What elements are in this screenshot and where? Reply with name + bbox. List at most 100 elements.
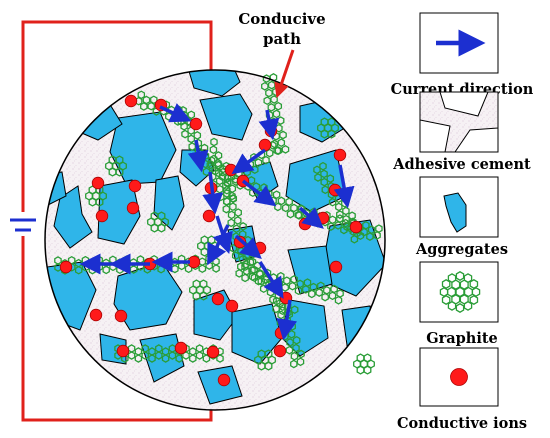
graphite-hexagon	[223, 185, 231, 195]
graphite-hexagon	[187, 134, 196, 144]
graphite-hexagon	[286, 209, 295, 219]
graphite-hexagon	[326, 174, 335, 183]
current-arrow	[333, 164, 355, 209]
current-arrow	[258, 261, 284, 299]
graphite-hexagon	[115, 155, 124, 165]
graphite-hexagon	[342, 214, 350, 224]
graphite-hexagon	[229, 202, 237, 212]
graphite-hexagon	[356, 231, 365, 241]
graphite-hexagon	[277, 196, 286, 206]
aggregate-particle	[197, 365, 243, 405]
battery-icon	[10, 218, 36, 232]
graphite-hexagon	[227, 218, 235, 228]
graphite-hexagon	[234, 216, 242, 225]
graphite-hexagon	[274, 101, 283, 111]
graphite-hexagon	[223, 178, 232, 187]
graphite-hexagon	[222, 181, 230, 191]
graphite-hexagon	[315, 288, 323, 297]
graphite-hexagon	[321, 292, 329, 302]
graphite-hexagon	[441, 295, 451, 305]
graphite-hexagon	[455, 303, 465, 313]
graphite-hexagon	[363, 365, 372, 375]
ion	[89, 308, 103, 322]
ion	[253, 241, 267, 255]
ion	[224, 163, 238, 177]
ion	[273, 344, 287, 358]
graphite-hexagon	[248, 257, 257, 267]
graphite-hexagon	[254, 276, 263, 286]
graphite-hexagon	[281, 203, 290, 213]
graphite-hexagon	[177, 261, 186, 271]
graphite-hexagon	[223, 174, 232, 183]
ion	[316, 211, 330, 225]
graphite-hexagon	[211, 166, 219, 176]
ion	[349, 220, 363, 234]
graphite-hexagon	[272, 109, 281, 119]
graphite-hexagon	[313, 165, 321, 175]
ion	[206, 345, 220, 359]
graphite-hexagon	[350, 234, 359, 244]
graphite-hexagon	[308, 289, 316, 299]
aggregate-particle	[153, 175, 185, 231]
ion	[126, 201, 140, 215]
graphite-hexagon	[366, 232, 374, 241]
graphite-hexagon	[319, 161, 327, 171]
graphite-hexagon-icon	[439, 271, 481, 313]
graphite-hexagon	[209, 145, 218, 155]
conducive-path-annotation: Conducive path	[238, 10, 326, 99]
graphite-hexagon	[272, 304, 280, 314]
graphite-hexagon	[296, 357, 305, 367]
graphite-hexagon	[181, 129, 189, 139]
graphite-hexagon	[463, 300, 473, 311]
ion	[225, 299, 239, 313]
ion	[114, 309, 128, 323]
graphite-hexagon	[320, 177, 329, 187]
ion	[329, 260, 343, 274]
graphite-hexagon	[212, 264, 220, 273]
red-ion-icon	[450, 368, 468, 386]
graphite-hexagon	[447, 300, 457, 311]
graphite-hexagon	[277, 138, 286, 148]
graphite-hexagon	[455, 271, 465, 281]
graphite-hexagon	[267, 103, 276, 112]
graphite-hexagon	[241, 262, 249, 272]
graphite-hexagon	[227, 210, 236, 220]
graphite-hexagon	[147, 101, 155, 111]
graphite-hexagon	[199, 279, 208, 289]
graphite-hexagon	[327, 222, 335, 231]
graphite-hexagon	[214, 151, 223, 160]
graphite-hexagon	[281, 145, 290, 154]
graphite-hexagon	[232, 224, 241, 234]
legend-item-aggregates: Aggregates	[415, 176, 508, 258]
annotation-line-2: path	[263, 30, 301, 48]
graphite-hexagon	[246, 257, 255, 267]
legend-item-conductive-ions: Conductive ions	[397, 347, 527, 432]
legend-label-conductive-ions: Conductive ions	[397, 415, 527, 432]
current-arrow	[231, 148, 267, 175]
ion	[95, 209, 109, 223]
graphite-hexagon	[363, 353, 372, 363]
legend-item-adhesive-cement: Adhesive cement	[392, 91, 531, 173]
graphite-hexagon	[314, 173, 322, 182]
graphite-hexagon	[140, 102, 148, 111]
graphite-hexagon	[285, 197, 293, 207]
graphite-hexagon	[264, 349, 273, 359]
aggregate-particles	[45, 70, 385, 405]
current-arrow	[234, 234, 262, 259]
graphite-hexagon	[142, 95, 151, 105]
graphite-hexagon	[214, 158, 222, 168]
graphite-hexagon	[286, 338, 294, 347]
graphite-hexagon	[373, 231, 381, 240]
graphite-hexagon	[469, 279, 479, 289]
ion	[202, 209, 216, 223]
ion	[91, 176, 105, 190]
graphite-hexagon	[193, 131, 202, 140]
ion	[174, 341, 188, 355]
graphite-hexagon	[320, 169, 328, 179]
graphite-hexagon	[328, 291, 337, 301]
graphite-hexagon	[239, 222, 247, 231]
aggregate-particle	[343, 85, 385, 125]
graphite-hexagon	[229, 194, 238, 204]
ion	[217, 373, 231, 387]
